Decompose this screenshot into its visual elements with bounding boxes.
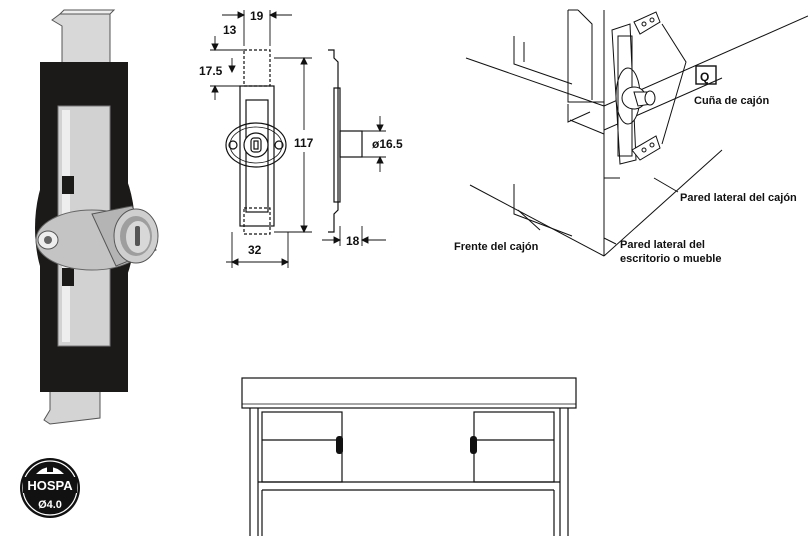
installation-drawing: [465, 9, 808, 257]
desk-drawing: [241, 377, 577, 536]
badge-brand: HOSPA: [27, 478, 73, 493]
dim-height-total: 117: [294, 136, 314, 150]
label-side-wall-drawer: Pared lateral del cajón: [680, 192, 797, 204]
dim-offset: 17.5: [199, 64, 223, 78]
dim-height-top: 13: [223, 23, 237, 37]
dim-width-top: 19: [250, 9, 264, 23]
badge-size: Ø4.0: [38, 499, 62, 511]
hospa-badge: HOSPA Ø4.0: [20, 458, 80, 518]
label-side-wall-desk-line2: escritorio o mueble: [620, 253, 721, 265]
desk-lock-left: [336, 436, 343, 454]
label-side-wall-desk-line1: Pared lateral del: [620, 239, 705, 251]
desk-lock-right: [470, 436, 477, 454]
dim-diameter: ø16.5: [372, 137, 403, 151]
front-view-drawing: [225, 49, 363, 235]
dim-width-bottom: 32: [248, 243, 262, 257]
lock-photo: [35, 9, 159, 425]
dim-depth: 18: [346, 234, 360, 248]
label-drawer-front: Frente del cajón: [454, 241, 539, 253]
label-wedge: Cuña de cajón: [694, 95, 769, 107]
wedge-letter: Q: [700, 70, 709, 84]
dimension-lines: [210, 10, 386, 268]
